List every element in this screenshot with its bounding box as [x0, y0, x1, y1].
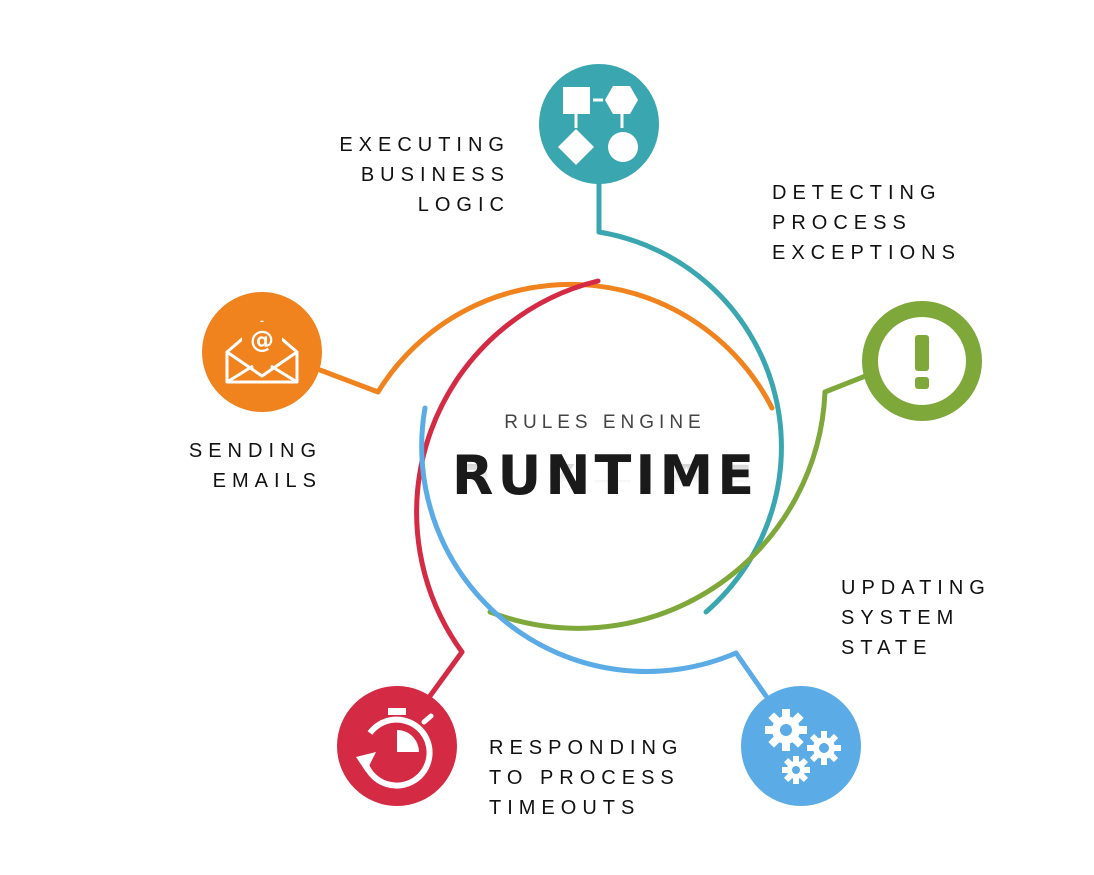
- label-line: EXCEPTIONS: [772, 242, 961, 264]
- label-line: PROCESS: [772, 212, 912, 234]
- node-sending-emails: @: [202, 292, 322, 412]
- label-sending-emails: SENDING EMAILS: [150, 436, 322, 496]
- label-line: BUSINESS: [360, 164, 510, 186]
- orange-ring-arc: [375, 281, 775, 411]
- center-title: RUNTIME: [451, 444, 759, 507]
- label-line: EMAILS: [212, 470, 322, 492]
- label-line: DETECTING: [772, 182, 942, 204]
- label-process-timeouts: RESPONDING TO PROCESS TIMEOUTS: [489, 733, 683, 823]
- label-line: RESPONDING: [489, 737, 684, 759]
- red-connector: [427, 649, 465, 699]
- label-line: EXECUTING: [339, 134, 510, 156]
- green-ring-arc: [487, 389, 828, 631]
- label-line: STATE: [841, 637, 933, 659]
- svg-text:@: @: [250, 326, 274, 354]
- blue-connector: [733, 650, 769, 699]
- label-line: TIMEOUTS: [489, 797, 641, 819]
- label-line: UPDATING: [841, 577, 991, 599]
- label-process-exceptions: DETECTING PROCESS EXCEPTIONS: [772, 178, 961, 268]
- blue-ring-arc: [419, 405, 739, 674]
- exclamation-icon: [915, 335, 929, 389]
- stopwatch-icon: [356, 708, 434, 789]
- label-line: LOGIC: [417, 194, 510, 216]
- label-business-logic: EXECUTING BUSINESS LOGIC: [300, 130, 510, 220]
- center-title-reflection: RUNTIME: [451, 464, 759, 498]
- green-connector: [822, 372, 871, 395]
- label-line: TO PROCESS: [489, 767, 680, 789]
- gears-icon: [765, 709, 841, 784]
- node-system-state: [741, 686, 861, 806]
- center-subtitle: RULES ENGINE: [504, 412, 706, 433]
- red-ring-arc: [414, 278, 601, 655]
- label-line: SENDING: [188, 440, 322, 462]
- node-business-logic: [539, 64, 659, 184]
- orange-connector: [317, 367, 381, 395]
- flowchart-icon: [558, 86, 638, 165]
- label-line: SYSTEM: [841, 607, 960, 629]
- label-system-state: UPDATING SYSTEM STATE: [841, 573, 991, 663]
- node-process-timeouts: [337, 686, 457, 806]
- node-process-exceptions: [862, 301, 982, 421]
